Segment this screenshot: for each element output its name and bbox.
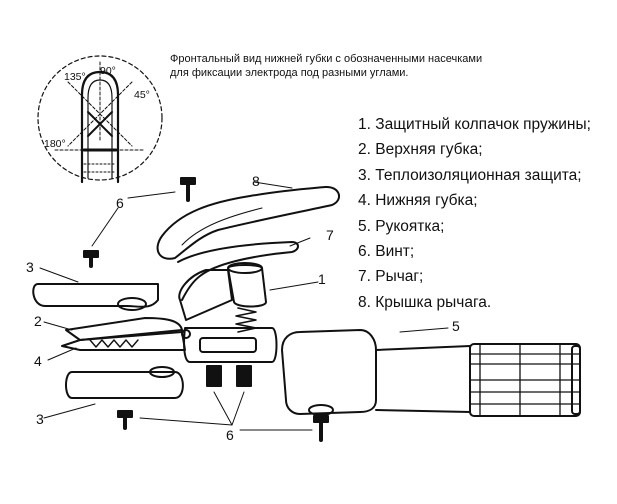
detail-circle	[37, 55, 163, 181]
body-screw-2	[236, 365, 252, 387]
callout-6-top: 6	[116, 195, 124, 211]
legend-item-3: 3. Теплоизоляционная защита;	[358, 166, 582, 184]
legend-item-8: 8. Крышка рычага.	[358, 293, 492, 311]
legend-item-2: 2. Верхняя губка;	[358, 141, 483, 159]
holder-body	[178, 269, 233, 321]
heat-insulation-lower	[65, 371, 184, 399]
angle-45-label: 45°	[134, 89, 150, 101]
angle-180-label: 180°	[44, 138, 66, 150]
legend-item-7: 7. Рычаг;	[358, 268, 424, 286]
angle-135-label: 135°	[64, 71, 86, 83]
legend-item-4: 4. Нижняя губка;	[358, 192, 478, 210]
callout-7: 7	[326, 227, 334, 243]
handle	[281, 329, 581, 417]
front-view-caption: Фронтальный вид нижней губки с обозначен…	[170, 52, 490, 80]
callout-1: 1	[318, 271, 326, 287]
parts-legend: 1. Защитный колпачок пружины; 2. Верхняя…	[358, 112, 591, 315]
angle-90-label: 90°	[100, 65, 116, 77]
notch-cross	[87, 111, 113, 137]
heat-insulation-upper	[32, 283, 159, 308]
callout-6-bottom: 6	[226, 427, 234, 443]
jaw-teeth	[89, 339, 139, 348]
callout-4: 4	[34, 353, 42, 369]
callout-8: 8	[252, 173, 260, 189]
upper-jaw	[65, 317, 183, 341]
jaw-lower-lines	[83, 163, 117, 173]
lever-cover	[156, 185, 341, 260]
lever	[177, 241, 299, 301]
front-view-detail	[37, 55, 163, 184]
callout-2: 2	[34, 313, 42, 329]
callout-3-lower: 3	[36, 411, 44, 427]
body-screw-1	[206, 365, 222, 387]
legend-item-1: 1. Защитный колпачок пружины;	[358, 116, 591, 133]
legend-item-5: 5. Рукоятка;	[358, 217, 445, 235]
screw-bottom-left	[117, 410, 133, 430]
lower-jaw	[61, 331, 186, 351]
caption-line-1: Фронтальный вид нижней губки с обозначен…	[170, 53, 483, 65]
caption-line-2: для фиксации электрода под разными углам…	[170, 67, 409, 79]
screw-top	[180, 177, 196, 202]
body-block	[183, 327, 278, 363]
screw-left	[83, 250, 99, 268]
notch-45-guide	[67, 81, 133, 147]
leader-lines	[39, 181, 449, 431]
callout-5: 5	[452, 318, 460, 334]
screw-bottom-right	[313, 415, 329, 442]
lever-cover-edge	[181, 207, 263, 246]
legend-item-6: 6. Винт;	[358, 243, 415, 261]
spring-cap	[227, 262, 267, 308]
callout-3-upper: 3	[26, 259, 34, 275]
